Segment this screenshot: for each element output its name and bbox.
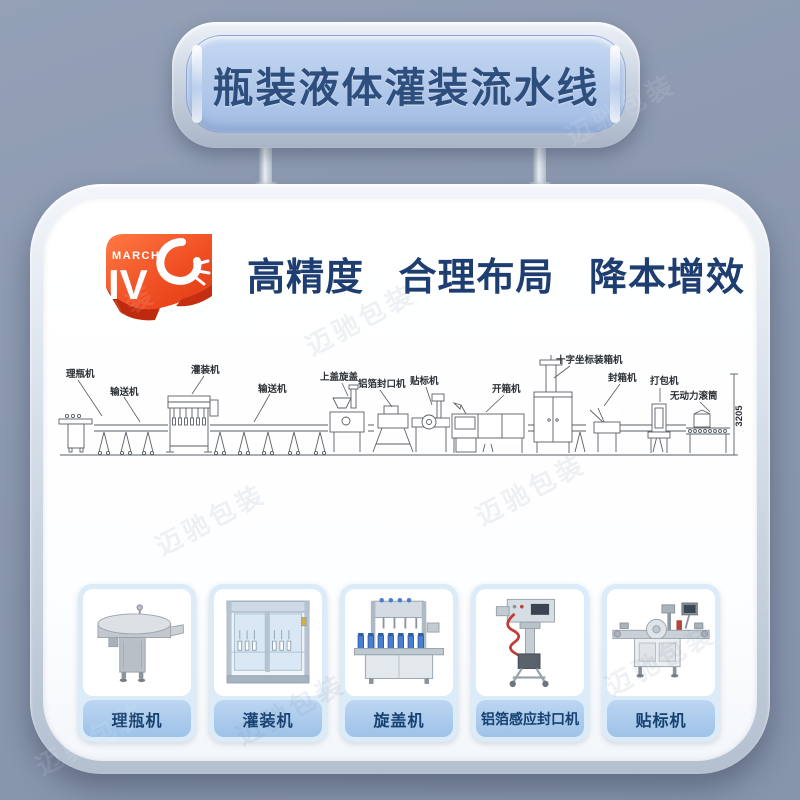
machine-case-packer xyxy=(533,355,573,453)
product-image-capper xyxy=(345,589,453,696)
machine-unscrambler xyxy=(58,413,93,453)
logo-claw xyxy=(193,259,211,286)
product-card-row: 理瓶机 灌装机 xyxy=(78,584,722,742)
diagram-dimension-label: 3205 xyxy=(734,405,745,427)
logo-monogram: IV xyxy=(108,261,148,308)
labeler-machine-icon xyxy=(612,602,710,678)
induction-sealer-machine-icon xyxy=(495,598,555,687)
product-label-unscrambler: 理瓶机 xyxy=(83,700,191,737)
roller-conveyor xyxy=(686,409,730,453)
title-banner: 瓶装液体灌装流水线 xyxy=(172,22,640,148)
banner-gloss-right xyxy=(610,45,620,123)
leader-lines xyxy=(77,365,711,423)
diagram-label-conveyor2: 输送机 xyxy=(258,383,287,395)
headline: 高精度 合理布局 降本增效 xyxy=(247,246,745,301)
diagram-label-filler: 灌装机 xyxy=(191,364,220,376)
machine-capper xyxy=(328,384,368,452)
product-label-labeler: 贴标机 xyxy=(607,700,715,737)
diagram-label-case-packer: 十字坐标装箱机 xyxy=(556,354,623,366)
banner-gloss-left xyxy=(192,45,202,123)
diagram-label-labeler: 贴标机 xyxy=(409,375,439,387)
logo-ribbon-right xyxy=(176,284,212,307)
product-card-capper: 旋盖机 xyxy=(340,584,458,742)
logo-swirl xyxy=(156,238,202,285)
product-card-induction-sealer: 铝箔感应封口机 xyxy=(471,584,589,742)
diagram-label-roller: 无动力滚筒 xyxy=(669,390,718,402)
headline-part-1: 高精度 xyxy=(247,257,365,299)
machine-foil-sealer xyxy=(372,405,414,453)
dimension-line xyxy=(730,373,738,456)
brand-logo-graphic: MARCHI IV xyxy=(106,234,212,321)
page-title: 瓶装液体灌装流水线 xyxy=(212,65,600,111)
diagram-label-conveyor1: 输送机 xyxy=(110,386,139,398)
product-label-filler: 灌装机 xyxy=(214,700,322,737)
product-label-induction-sealer: 铝箔感应封口机 xyxy=(476,700,584,737)
machine-strapper xyxy=(647,403,671,453)
product-image-labeler xyxy=(607,589,715,696)
diagram-label-foil-sealer: 铝箔封口机 xyxy=(358,378,406,390)
headline-part-3: 降本增效 xyxy=(588,257,745,299)
headline-part-2: 合理布局 xyxy=(398,257,555,299)
diagram-label-strapper: 打包机 xyxy=(650,375,679,387)
diagram-label-unscrambler: 理瓶机 xyxy=(66,368,95,380)
product-label-capper: 旋盖机 xyxy=(345,700,453,737)
product-card-filler: 灌装机 xyxy=(209,584,327,742)
product-image-filler xyxy=(214,589,322,696)
unscrambler-machine-icon xyxy=(97,603,184,682)
diagram-label-carton-opener: 开箱机 xyxy=(492,383,521,395)
product-card-labeler: 贴标机 xyxy=(602,584,720,742)
logo-brand-text: MARCHI xyxy=(112,250,165,262)
production-line-diagram: 理瓶机 输送机 灌装机 输送机 上盖旋盖 铝箔封口机 贴标机 开箱机 十字坐标装… xyxy=(58,350,748,468)
machine-carton-opener xyxy=(450,402,528,453)
product-image-induction-sealer xyxy=(476,589,584,696)
brand-logo: MARCHI IV xyxy=(96,226,220,322)
diagram-label-capper: 上盖旋盖 xyxy=(320,371,359,383)
logo-ribbon-left xyxy=(106,288,160,321)
title-banner-inner: 瓶装液体灌装流水线 xyxy=(186,35,626,133)
filler-machine-icon xyxy=(226,600,310,683)
machine-filler xyxy=(166,395,219,453)
diagram-label-case-sealer: 封箱机 xyxy=(608,372,637,384)
conveyor-legs xyxy=(97,431,664,456)
capper-machine-icon xyxy=(354,597,444,684)
product-card-unscrambler: 理瓶机 xyxy=(78,584,196,742)
machine-case-sealer xyxy=(586,404,621,452)
product-image-unscrambler xyxy=(83,589,191,696)
